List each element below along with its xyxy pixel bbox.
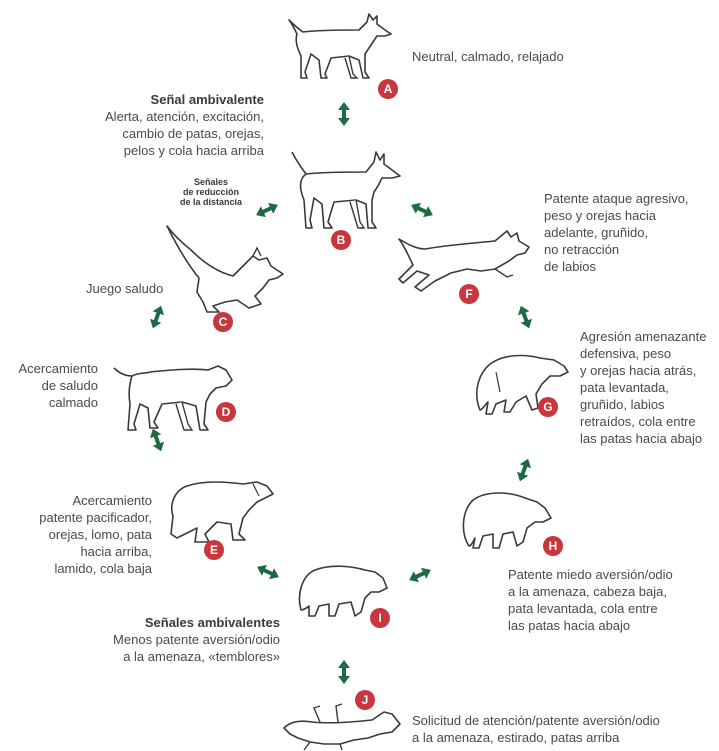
label-j: Solicitud de atención/patente aversión/o… <box>412 712 660 746</box>
badge-d: D <box>216 402 236 422</box>
dog-j-rolled-figure <box>280 700 405 751</box>
dog-c-play-bow-figure <box>163 222 288 317</box>
label-e-line: hacia arriba, <box>80 544 152 559</box>
label-f-line: de labios <box>544 259 597 274</box>
badge-e: E <box>204 540 224 560</box>
dog-i-hunched-figure <box>295 562 390 622</box>
label-e-line: Acercamiento <box>72 493 152 508</box>
badge-f: F <box>459 284 479 304</box>
label-h-line: Patente miedo aversión/odio <box>508 567 673 582</box>
badge-a: A <box>378 79 398 99</box>
label-d-line: calmado <box>48 395 98 410</box>
dog-b-alert-figure <box>288 150 406 230</box>
label-j-line: a la amenaza, estirado, patas arriba <box>412 730 620 745</box>
label-h: Patente miedo aversión/odio a la amenaza… <box>508 566 673 634</box>
arrow-g-h <box>515 458 533 482</box>
label-h-line: pata levantada, cola entre <box>508 601 658 616</box>
label-c: Juego saludo <box>86 280 163 297</box>
label-g-line: retraídos, cola entre <box>580 414 696 429</box>
distance-reduction-line: de reducción <box>182 187 239 197</box>
label-f-line: peso y orejas hacia <box>544 208 657 223</box>
label-g-line: Agresión amenazante <box>580 329 707 344</box>
arrow-h-i <box>408 565 432 585</box>
label-ambivalent-bottom: Señales ambivalentes Menos patente avers… <box>96 614 280 665</box>
ambivalent-bottom-line: a la amenaza, «temblores» <box>123 649 280 664</box>
label-d: Acercamiento de saludo calmado <box>6 360 98 411</box>
label-f-line: no retracción <box>544 242 620 257</box>
label-g-line: pata levantada, <box>580 380 669 395</box>
label-f-line: adelante, gruñido, <box>544 225 649 240</box>
ambivalent-top-line: pelos y cola hacia arriba <box>123 143 264 158</box>
dog-a-neutral-figure <box>285 12 395 82</box>
arrow-e-i <box>256 562 280 582</box>
dog-h-fearful-figure <box>455 488 555 553</box>
badge-c: C <box>213 312 233 332</box>
label-g: Agresión amenazante defensiva, peso y or… <box>580 328 706 447</box>
label-d-line: de saludo <box>41 378 98 393</box>
badge-h: H <box>543 536 563 556</box>
label-g-line: y orejas hacia atrás, <box>580 363 697 378</box>
ambivalent-top-line: cambio de patas, orejas, <box>122 126 264 141</box>
badge-j: J <box>355 690 375 710</box>
arrow-d-e <box>148 428 166 452</box>
label-distance-reduction: Señales de reducción de la distancia <box>176 177 246 207</box>
label-a: Neutral, calmado, relajado <box>412 48 564 65</box>
label-e-line: patente pacificador, <box>39 510 152 525</box>
label-e-line: lamido, cola baja <box>54 561 152 576</box>
label-f-line: Patente ataque agresivo, <box>544 191 689 206</box>
badge-i: I <box>370 608 390 628</box>
label-g-line: gruñido, labios <box>580 397 665 412</box>
label-e-line: orejas, lomo, pata <box>48 527 152 542</box>
label-h-line: a la amenaza, cabeza baja, <box>508 584 667 599</box>
label-d-line: Acercamiento <box>18 361 98 376</box>
distance-reduction-line: Señales <box>193 177 229 187</box>
arrow-a-b <box>336 102 352 126</box>
distance-reduction-line: de la distancia <box>179 197 243 207</box>
label-g-line: defensiva, peso <box>580 346 672 361</box>
label-c-line: Juego saludo <box>86 281 164 296</box>
label-a-line: Neutral, calmado, relajado <box>412 49 564 64</box>
dog-e-appeasing-figure <box>165 476 275 546</box>
badge-g: G <box>538 397 558 417</box>
badge-b: B <box>331 230 351 250</box>
arrow-c-d <box>148 305 166 329</box>
dog-f-attack-figure <box>395 225 535 295</box>
arrow-f-g <box>516 305 534 329</box>
label-f: Patente ataque agresivo, peso y orejas h… <box>544 190 689 275</box>
ambivalent-bottom-line: Menos patente aversión/odio <box>113 632 280 647</box>
arrow-b-c <box>255 200 279 220</box>
label-e: Acercamiento patente pacificador, orejas… <box>12 492 152 577</box>
label-ambivalent-top: Señal ambivalente Alerta, atención, exci… <box>60 91 264 159</box>
dog-g-defensive-figure <box>460 352 570 417</box>
arrow-i-j <box>336 660 352 684</box>
label-h-line: las patas hacia abajo <box>508 618 631 633</box>
ambivalent-top-title: Señal ambivalente <box>150 92 264 107</box>
label-g-line: las patas hacia abajo <box>580 431 703 446</box>
label-j-line: Solicitud de atención/patente aversión/o… <box>412 713 660 728</box>
arrow-b-f <box>410 200 434 220</box>
ambivalent-top-line: Alerta, atención, excitación, <box>105 109 264 124</box>
dog-d-calm-approach-figure <box>110 358 235 433</box>
ambivalent-bottom-title: Señales ambivalentes <box>144 615 280 630</box>
